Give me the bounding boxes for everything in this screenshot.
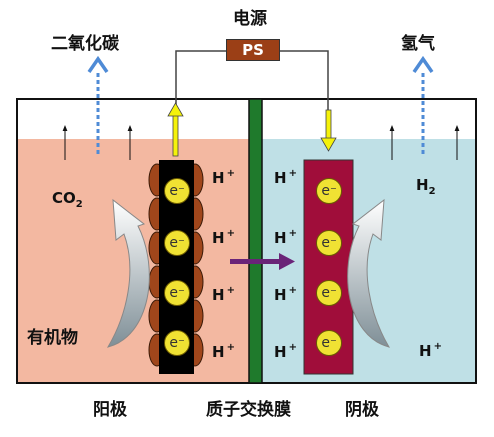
- electron-ball: e−: [316, 230, 342, 256]
- co2-out-arrow: [87, 55, 109, 154]
- hydrogen-gas-label: 氢气: [401, 34, 435, 54]
- co2-gas-label: 二氧化碳: [51, 34, 119, 54]
- electron-ball: e−: [164, 330, 190, 356]
- proton-label: H+: [419, 341, 442, 360]
- proton-label: H+: [212, 342, 235, 361]
- electron-ball: e−: [164, 280, 190, 306]
- wire-left: [175, 50, 226, 112]
- proton-exchange-membrane: [248, 98, 263, 384]
- electron-ball: e−: [316, 280, 342, 306]
- proton-label: H+: [274, 285, 297, 304]
- proton-label: H+: [274, 168, 297, 187]
- organic-matter-label: 有机物: [27, 328, 78, 348]
- h2-formula: H2: [416, 176, 436, 197]
- h2-out-arrow: [412, 55, 434, 154]
- cathode-solution: [262, 139, 475, 382]
- oxidation-curve-arrow: [106, 198, 150, 348]
- proton-label: H+: [212, 285, 235, 304]
- cathode-label: 阴极: [345, 400, 379, 420]
- electron-ball: e−: [164, 230, 190, 256]
- co2-formula: CO2: [52, 189, 83, 210]
- reactor-tank: [16, 98, 477, 384]
- electron-ball: e−: [316, 330, 342, 356]
- proton-label: H+: [212, 228, 235, 247]
- power-source-label: 电源: [233, 9, 267, 29]
- membrane-label: 质子交换膜: [206, 400, 291, 420]
- current-arrow-down: [320, 109, 337, 152]
- proton-label: H+: [274, 228, 297, 247]
- wire-right: [280, 50, 329, 112]
- anode-label: 阳极: [93, 400, 127, 420]
- electron-ball: e−: [164, 178, 190, 204]
- proton-transfer-arrow: [230, 253, 295, 270]
- electron-ball: e−: [316, 178, 342, 204]
- proton-label: H+: [274, 342, 297, 361]
- proton-label: H+: [212, 168, 235, 187]
- hydrogen-curve-arrow: [347, 198, 391, 348]
- current-arrow-up: [167, 102, 184, 157]
- power-supply-box: PS: [226, 39, 280, 61]
